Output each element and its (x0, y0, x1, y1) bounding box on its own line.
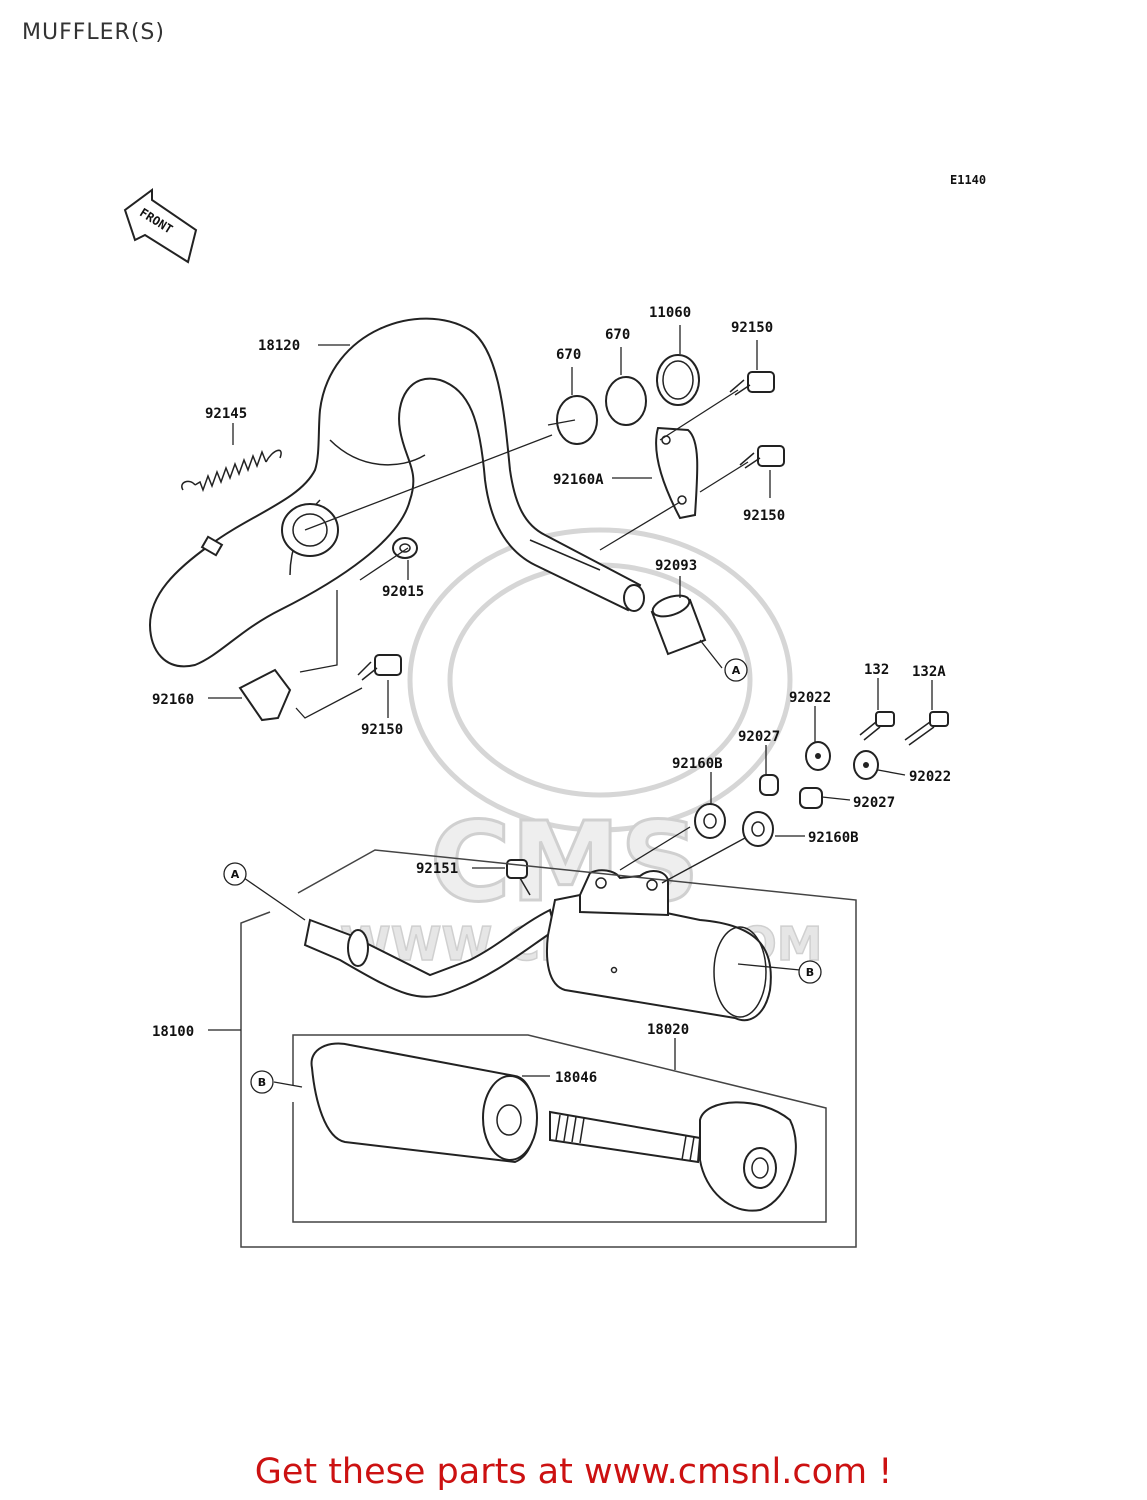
label-92150-top: 92150 (731, 320, 773, 336)
label-92027-left: 92027 (738, 729, 780, 745)
parts-diagram: CMS WWW.CMSNL.COM E1140 FRONT (123, 173, 986, 1248)
marker-a-joint: A (724, 658, 748, 682)
leader-lines (208, 325, 933, 1088)
spring-92145 (181, 449, 282, 493)
svg-text:B: B (806, 966, 814, 979)
exhaust-pipe (148, 317, 645, 668)
bolt-132 (859, 711, 895, 741)
label-92093: 92093 (655, 558, 697, 574)
marker-b-silencer: B (798, 960, 822, 984)
label-92027-right: 92027 (853, 795, 895, 811)
marker-b-inner: B (250, 1070, 274, 1094)
bracket-92160 (238, 668, 292, 722)
label-11060: 11060 (649, 305, 691, 321)
label-18020: 18020 (647, 1022, 689, 1038)
grommet-92160B-left (694, 803, 726, 839)
svg-text:A: A (732, 664, 741, 677)
label-92160: 92160 (152, 692, 194, 708)
marker-a-silencer: A (223, 862, 247, 886)
collar-92027-left (759, 774, 779, 796)
reference-code: E1140 (950, 173, 986, 187)
bracket-92160A (655, 426, 699, 520)
label-132: 132 (864, 662, 889, 678)
svg-text:A: A (231, 868, 240, 881)
label-92150-lower: 92150 (361, 722, 403, 738)
label-92022-left: 92022 (789, 690, 831, 706)
label-18100: 18100 (152, 1024, 194, 1040)
bolt-92150-mid (739, 445, 785, 469)
front-arrow-icon: FRONT (123, 188, 198, 264)
silencer-packing-18046 (310, 1042, 538, 1164)
label-18120: 18120 (258, 338, 300, 354)
label-92150-mid: 92150 (743, 508, 785, 524)
bolt-92150-top (729, 371, 775, 396)
label-670-right: 670 (605, 327, 630, 343)
silencer-core-18020 (549, 1101, 797, 1212)
label-18046: 18046 (555, 1070, 597, 1086)
label-92160B-left: 92160B (672, 756, 723, 772)
label-670-left: 670 (556, 347, 581, 363)
label-92145: 92145 (205, 406, 247, 422)
label-92015: 92015 (382, 584, 424, 600)
label-92160A: 92160A (553, 472, 604, 488)
o-ring-670-left (556, 395, 598, 445)
bolt-132A (904, 711, 949, 746)
grommet-92160B-right (742, 811, 774, 847)
label-92160B-right: 92160B (808, 830, 859, 846)
o-ring-670-right (605, 376, 647, 426)
collar-92027-right (799, 787, 823, 809)
label-132A: 132A (912, 664, 946, 680)
footer-link[interactable]: Get these parts at www.cmsnl.com ! (254, 1452, 893, 1492)
bolt-92150-lower (357, 654, 402, 681)
joint-92093 (650, 594, 707, 656)
svg-text:B: B (258, 1076, 266, 1089)
label-92022-right: 92022 (909, 769, 951, 785)
label-92151: 92151 (416, 861, 458, 877)
collar-92015 (392, 537, 418, 559)
page-title: MUFFLER(S) (22, 20, 165, 45)
